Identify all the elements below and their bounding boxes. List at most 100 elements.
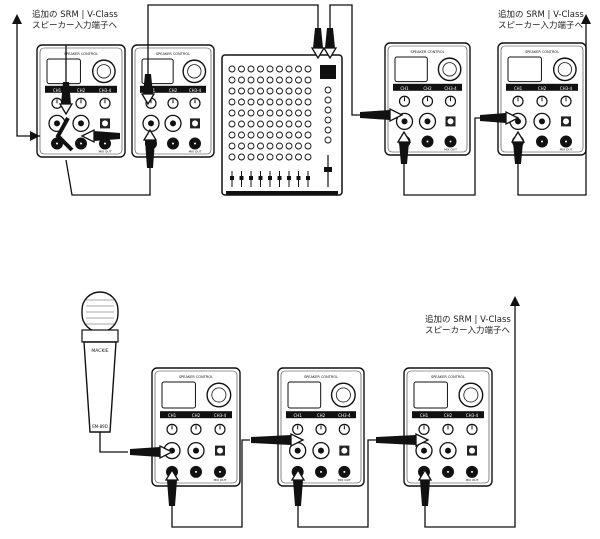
mixer-knob bbox=[276, 153, 283, 161]
mixer-knob bbox=[238, 98, 245, 106]
mixer-knob bbox=[247, 153, 255, 161]
xlr-pin bbox=[320, 470, 322, 473]
fader-cap bbox=[287, 176, 291, 180]
mixer-knob bbox=[247, 131, 255, 139]
mixer-knob bbox=[266, 87, 274, 95]
bottom-right-note-line2: スピーカー入力端子へ bbox=[425, 326, 511, 336]
mixer-knob bbox=[295, 131, 302, 139]
cable-bottom-output bbox=[424, 306, 516, 528]
y-split-cable bbox=[55, 117, 74, 152]
mixer-knob bbox=[295, 98, 302, 106]
mic-brand: MACKIE bbox=[91, 348, 108, 354]
panel-inner-outline bbox=[154, 370, 238, 484]
xlr-pin bbox=[343, 470, 346, 473]
xlr-connector bbox=[130, 444, 174, 460]
combo-jack-ch2-center bbox=[539, 118, 545, 125]
mixer-knob bbox=[266, 131, 274, 139]
xlr-pin bbox=[194, 142, 196, 145]
mixer-knob bbox=[238, 87, 245, 95]
mixer-knob bbox=[238, 76, 245, 84]
panel-header-label: SPEAKER CONTROL bbox=[156, 52, 190, 56]
connector-body bbox=[293, 480, 303, 506]
master-knob bbox=[324, 136, 332, 144]
mixer-knob bbox=[238, 109, 245, 117]
upward-arrowhead bbox=[12, 14, 22, 24]
panel-header-label: SPEAKER CONTROL bbox=[525, 50, 559, 54]
main-knob bbox=[206, 382, 232, 408]
fader-cap bbox=[306, 176, 310, 180]
xlr-connector bbox=[251, 432, 305, 448]
mixer-knob bbox=[266, 65, 274, 73]
master-fader-cap bbox=[324, 167, 332, 172]
fader-cap bbox=[230, 176, 234, 180]
cable-chain-right bbox=[403, 117, 486, 196]
channel-label: CH2 bbox=[538, 86, 547, 91]
bottom-right-note-line1: 追加の SRM | V-Class bbox=[425, 315, 511, 325]
connector-body bbox=[420, 480, 430, 506]
master-knob bbox=[324, 116, 332, 124]
mixer-knob bbox=[276, 87, 283, 95]
mixer-knob bbox=[285, 87, 293, 95]
aux-input-jack-hole bbox=[341, 447, 348, 454]
master-knob bbox=[324, 106, 332, 114]
xlr-pin bbox=[104, 142, 106, 145]
connector-body bbox=[313, 28, 323, 48]
mixer-knob bbox=[295, 76, 302, 84]
mixer-knob bbox=[257, 120, 264, 128]
xlr-connector bbox=[322, 28, 338, 60]
combo-jack-ch1-center bbox=[421, 447, 427, 454]
channel-label: CH2 bbox=[77, 88, 86, 93]
master-knob bbox=[324, 96, 332, 104]
panel-header-label: SPEAKER CONTROL bbox=[64, 52, 98, 56]
display-window bbox=[161, 381, 196, 409]
mixer-knob bbox=[295, 142, 302, 150]
mixer-base bbox=[226, 191, 338, 195]
display-window bbox=[287, 381, 322, 409]
xlr-pin bbox=[449, 140, 452, 143]
mixer-knob bbox=[266, 76, 274, 84]
bottom-right-note: 追加の SRM | V-Class スピーカー入力端子へ bbox=[425, 315, 511, 337]
mic-collar bbox=[81, 329, 119, 343]
main-knob bbox=[552, 57, 577, 82]
channel-label: CH1 bbox=[53, 88, 62, 93]
cable-direction-arrow bbox=[30, 131, 40, 141]
connector-body bbox=[360, 110, 390, 120]
mixer-knob bbox=[228, 87, 236, 95]
xlr-pin bbox=[172, 142, 174, 145]
connector-body bbox=[251, 435, 291, 445]
mixer-knob bbox=[295, 65, 302, 73]
mixer-knob bbox=[295, 87, 302, 95]
xlr-connector bbox=[417, 468, 433, 506]
mixer-knob bbox=[285, 153, 293, 161]
mixer-knob bbox=[228, 109, 236, 117]
mixer-knob bbox=[295, 109, 302, 117]
xlr-connector bbox=[510, 130, 526, 164]
mixer-knob bbox=[257, 98, 264, 106]
mixer-knob bbox=[304, 142, 312, 150]
top-left-note-line2: スピーカー入力端子へ bbox=[32, 21, 118, 31]
display-window bbox=[394, 56, 428, 83]
mixer-knob bbox=[238, 65, 245, 73]
main-knob bbox=[182, 59, 207, 84]
fader-cap bbox=[258, 176, 263, 180]
top-right-note: 追加の SRM | V-Class スピーカー入力端子へ bbox=[498, 10, 584, 32]
panel-header-label: SPEAKER CONTROL bbox=[431, 375, 465, 379]
channel-label: CH3-4 bbox=[466, 413, 479, 418]
combo-jack-ch2-center bbox=[424, 118, 431, 125]
xlr-connector bbox=[290, 468, 306, 506]
channel-label: CH3-4 bbox=[189, 88, 202, 93]
xlr-pin bbox=[471, 470, 473, 473]
panel-inner-outline bbox=[39, 47, 123, 155]
combo-jack-ch1-center bbox=[515, 118, 521, 125]
main-knob bbox=[91, 59, 116, 84]
connector-body bbox=[399, 142, 409, 164]
top-left-note: 追加の SRM | V-Class スピーカー入力端子へ bbox=[32, 10, 118, 32]
xlr-connector bbox=[142, 128, 158, 168]
display-window bbox=[507, 56, 542, 83]
mixer-knob bbox=[304, 109, 312, 117]
mixer-knob bbox=[304, 65, 312, 73]
mixer-knob bbox=[257, 65, 264, 73]
